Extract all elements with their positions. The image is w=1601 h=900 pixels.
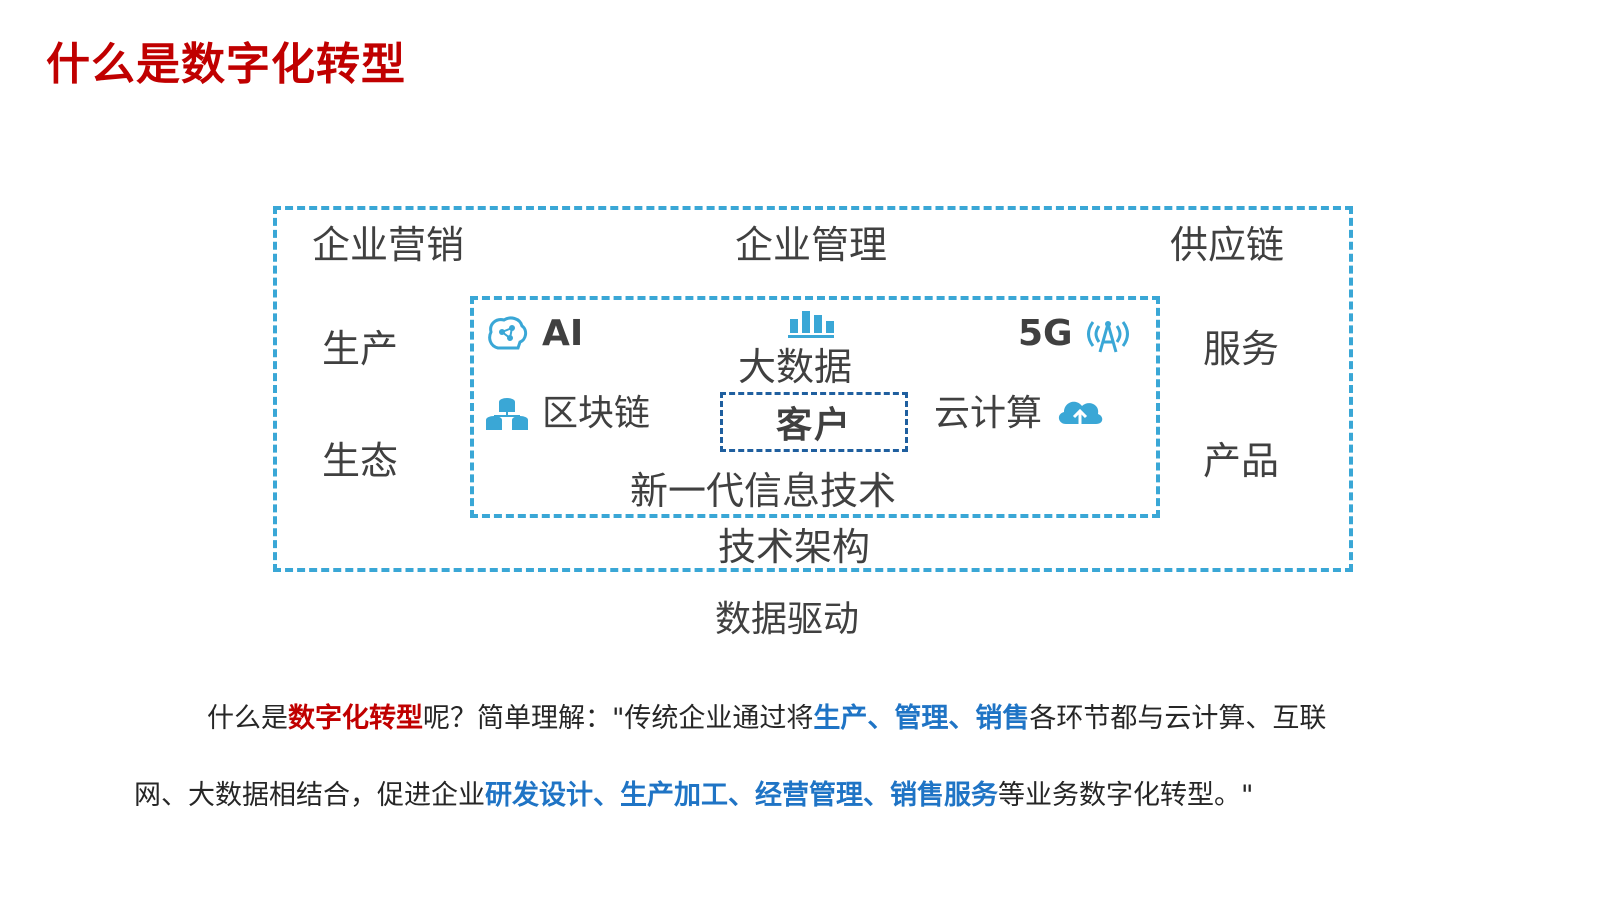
tech-ai: AI (484, 314, 583, 354)
outer-caption: 技术架构 (718, 525, 871, 569)
label-supply-chain: 供应链 (1170, 223, 1285, 267)
footer-caption: 数据驱动 (715, 599, 860, 640)
core-box: 客户 (720, 392, 908, 452)
desc-segment: 等业务数字化转型。" (998, 780, 1254, 811)
tech-blockchain-label: 区块链 (542, 393, 651, 434)
desc-segment: 网、大数据相结合，促进企业 (134, 780, 485, 811)
label-enterprise-management: 企业管理 (735, 223, 888, 267)
tech-blockchain: 区块链 (484, 394, 650, 434)
desc-segment: 什么是 (207, 703, 288, 734)
label-product: 产品 (1203, 439, 1280, 483)
description-line-2: 网、大数据相结合，促进企业研发设计、生产加工、经营管理、销售服务等业务数字化转型… (134, 782, 1253, 809)
label-production: 生产 (322, 327, 399, 371)
cloud-upload-icon (1054, 394, 1106, 434)
desc-segment: 呢？简单理解："传统企业通过将 (423, 703, 814, 734)
tech-cloud-label: 云计算 (934, 393, 1043, 434)
label-service: 服务 (1203, 327, 1280, 371)
desc-highlight-business-areas: 研发设计、生产加工、经营管理、销售服务 (485, 780, 998, 811)
label-ecology: 生态 (322, 439, 399, 483)
tech-5g-label: 5G (1018, 313, 1073, 354)
inner-caption: 新一代信息技术 (630, 469, 897, 513)
brain-chip-icon (484, 314, 530, 354)
description-line-1: 什么是数字化转型呢？简单理解："传统企业通过将生产、管理、销售各环节都与云计算、… (207, 705, 1326, 732)
signal-tower-icon (1085, 314, 1131, 354)
tech-5g: 5G (1018, 314, 1131, 354)
tech-bigdata-label: 大数据 (738, 345, 853, 389)
desc-highlight-digital-transformation: 数字化转型 (288, 703, 423, 734)
tech-ai-label: AI (542, 313, 584, 354)
tech-cloud: 云计算 (934, 394, 1106, 434)
label-enterprise-marketing: 企业营销 (312, 223, 465, 267)
outer-frame (273, 206, 1353, 572)
inner-frame (470, 296, 1160, 518)
desc-highlight-departments: 生产、管理、销售 (813, 703, 1030, 734)
page-title: 什么是数字化转型 (46, 39, 406, 90)
desc-segment: 各环节都与云计算、互联 (1029, 703, 1327, 734)
bar-chart-icon (786, 305, 836, 339)
core-label: 客户 (775, 405, 852, 446)
database-network-icon (484, 394, 530, 434)
